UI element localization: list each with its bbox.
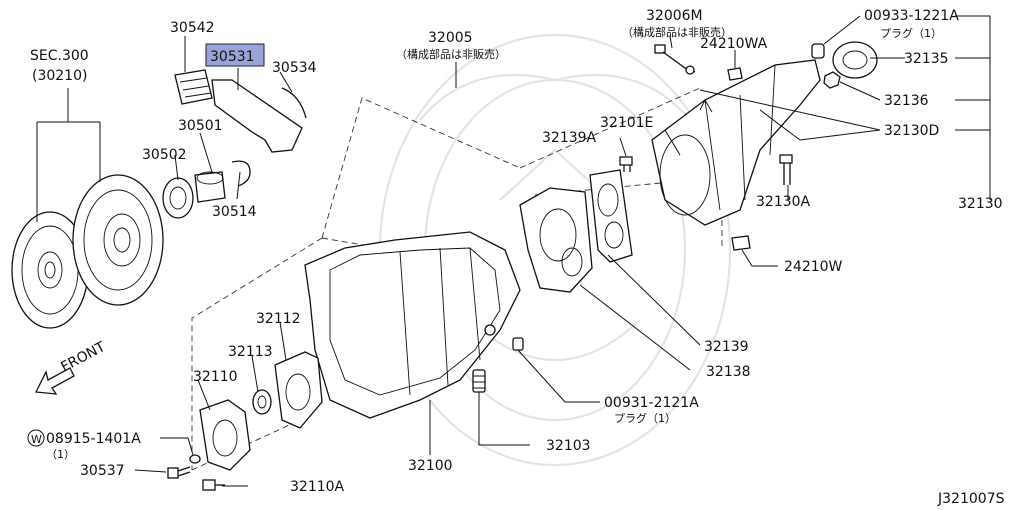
- washer-symbol-icon: [27, 429, 45, 447]
- note-32005: （構成部品は非販売）: [396, 47, 506, 61]
- front-label: FRONT: [58, 339, 108, 376]
- bolt-32139a: [619, 156, 633, 172]
- clip-24210wa: [727, 67, 743, 81]
- gasket-32139: [589, 169, 633, 263]
- release-bearing: [162, 177, 194, 219]
- symbol-w: W: [31, 433, 42, 446]
- clutch-cover: [72, 174, 164, 306]
- label-24210w: 24210W: [784, 259, 843, 275]
- dust-boot: [174, 69, 213, 105]
- section-ref-line1: SEC.300: [30, 48, 89, 64]
- label-32113: 32113: [228, 344, 273, 360]
- speed-sensor-32006m: [654, 44, 696, 75]
- label-32130d: 32130D: [884, 123, 939, 139]
- section-ref-line2: (30210): [32, 68, 87, 84]
- label-32110: 32110: [193, 369, 238, 385]
- label-32135: 32135: [904, 51, 949, 67]
- label-30502: 30502: [142, 147, 187, 163]
- front-cover-gasket: [274, 351, 323, 429]
- part-labels: SEC.300 (30210) 30542 30531 30534 30501 …: [27, 8, 1005, 507]
- label-32138: 32138: [706, 364, 751, 380]
- leader-lines: [36, 15, 991, 487]
- release-sleeve: [194, 171, 226, 203]
- label-32005: 32005: [428, 30, 473, 46]
- clip-24210w: [731, 235, 751, 251]
- label-32136: 32136: [884, 93, 929, 109]
- label-30514: 30514: [212, 204, 257, 220]
- qty-08915: （1）: [46, 448, 75, 461]
- plug-00931: [512, 337, 524, 351]
- label-30534: 30534: [272, 60, 317, 76]
- note-00933: プラグ（1）: [880, 26, 942, 40]
- front-arrow-icon: [34, 367, 75, 395]
- oil-seal-32113: [252, 389, 272, 415]
- nut-32136: [823, 71, 841, 89]
- bolt-30537: [167, 466, 191, 479]
- label-30531: 30531: [210, 49, 255, 65]
- label-32101e: 32101E: [600, 115, 653, 131]
- washer-08915: [189, 454, 201, 464]
- label-30542: 30542: [170, 20, 215, 36]
- label-24210wa: 24210WA: [700, 36, 768, 52]
- label-32139: 32139: [704, 339, 749, 355]
- transmission-case: [304, 231, 521, 419]
- label-32006m: 32006M: [646, 8, 703, 24]
- label-30537: 30537: [80, 463, 125, 479]
- note-32006m: （構成部品は非販売）: [622, 25, 732, 39]
- drawing-code: J321007S: [937, 491, 1005, 507]
- label-00931: 00931-2121A: [604, 395, 699, 411]
- label-32103: 32103: [546, 438, 591, 454]
- plug-00933: [811, 43, 825, 59]
- stud-32103: [472, 369, 486, 393]
- note-00931: プラグ（1）: [614, 411, 676, 425]
- bolt-32130a: [779, 154, 793, 185]
- label-32139a: 32139A: [542, 130, 597, 146]
- adapter-plate: [519, 187, 593, 293]
- label-32130a: 32130A: [756, 194, 811, 210]
- rear-extension-housing: [651, 59, 821, 226]
- label-30501: 30501: [178, 118, 223, 134]
- extension-dust-cover: [832, 41, 878, 79]
- label-00933: 00933-1221A: [864, 8, 959, 24]
- retaining-clip: [231, 160, 251, 187]
- label-08915: 08915-1401A: [46, 431, 141, 447]
- label-32130: 32130: [958, 196, 1003, 212]
- front-cover: [199, 399, 251, 471]
- bolt-32110a: [202, 479, 225, 491]
- label-32110a: 32110A: [290, 479, 345, 495]
- label-32112: 32112: [256, 311, 301, 327]
- lever-spring: [281, 87, 307, 119]
- withdrawal-lever: [211, 79, 303, 153]
- highlight-30531: [205, 43, 265, 67]
- label-32100: 32100: [408, 458, 453, 474]
